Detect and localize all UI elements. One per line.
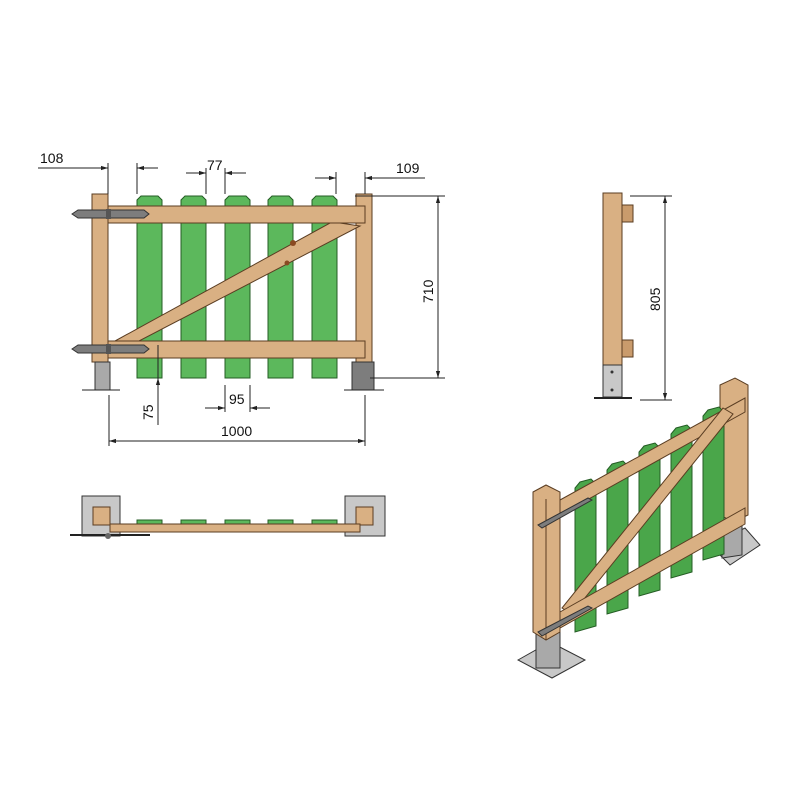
- top-pickets: [136, 519, 338, 526]
- iso-hinge-top: [537, 497, 594, 529]
- iso-hinge-bottom: [537, 605, 594, 637]
- iso-view: [516, 377, 761, 679]
- dim-710: 710: [355, 195, 445, 379]
- dim-77: 77: [186, 157, 246, 194]
- rail-end-top: [621, 204, 634, 223]
- dim-108: 108: [38, 150, 158, 194]
- hinge-bottom: [71, 344, 150, 354]
- dim-95: 95: [205, 385, 270, 412]
- dim-label-710: 710: [420, 279, 436, 303]
- side-post: [602, 192, 623, 366]
- side-post-base: [602, 364, 623, 398]
- dim-label-109: 109: [396, 160, 420, 176]
- dim-label-108: 108: [40, 150, 64, 166]
- dim-75: 75: [140, 345, 161, 425]
- wood-knot: [284, 260, 290, 266]
- iso-picket: [638, 442, 661, 597]
- dim-label-1000: 1000: [221, 423, 252, 439]
- rail-end-bottom: [621, 339, 634, 358]
- left-post: [91, 193, 109, 363]
- dim-label-805: 805: [647, 287, 663, 311]
- right-post-base: [351, 361, 375, 391]
- picket: [267, 195, 294, 379]
- hinge-top: [71, 209, 150, 219]
- side-view: 805: [594, 192, 672, 401]
- right-post-top: [355, 506, 374, 526]
- dim-label-77: 77: [207, 157, 223, 173]
- iso-picket: [606, 460, 629, 615]
- left-post-base: [94, 361, 111, 391]
- iso-pickets: [574, 406, 725, 633]
- dim-label-75: 75: [140, 404, 156, 420]
- top-view: [70, 495, 386, 539]
- top-rail-plan: [109, 523, 361, 533]
- wood-knot: [290, 240, 296, 246]
- dim-109: 109: [315, 160, 425, 194]
- hinge-pin: [105, 533, 111, 539]
- front-view: 108 77 109 710 75 95: [38, 150, 445, 446]
- dim-1000: 1000: [108, 395, 366, 446]
- left-post-top: [92, 506, 111, 526]
- picket: [180, 195, 207, 379]
- dim-805: 805: [630, 195, 672, 401]
- dim-label-95: 95: [229, 391, 245, 407]
